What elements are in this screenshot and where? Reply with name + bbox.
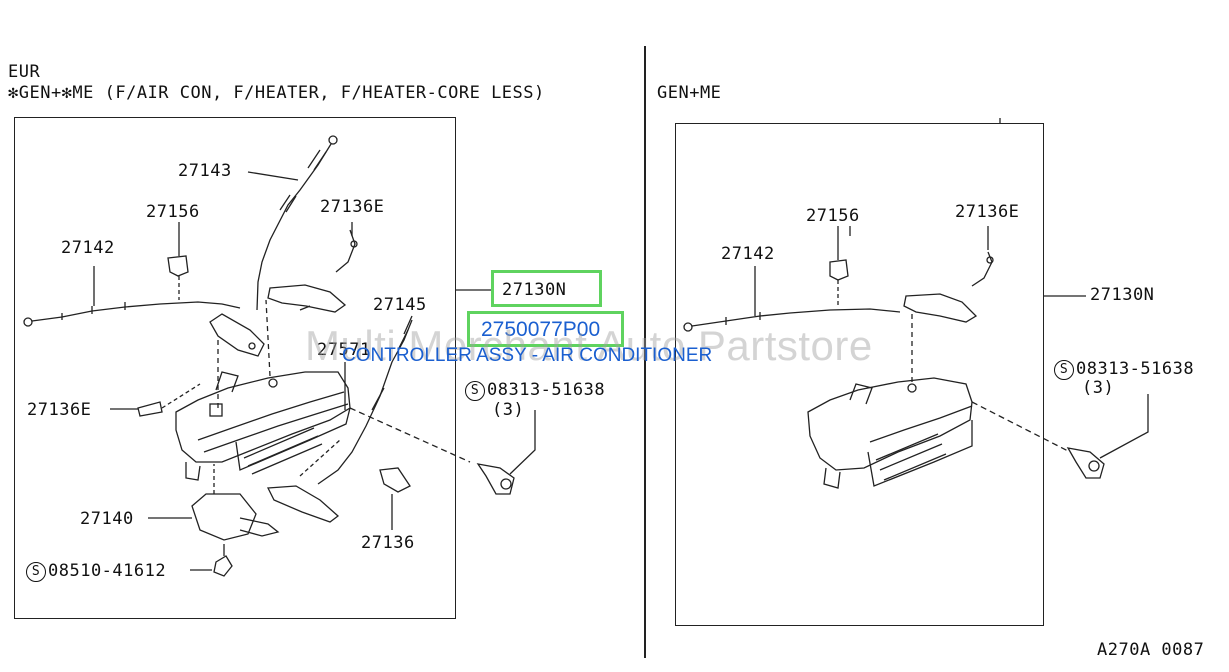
callout-right-27142: 27142	[721, 244, 775, 264]
clip-27156-right-drawing	[829, 226, 849, 306]
s-circle-icon: S	[26, 562, 46, 582]
cable-27145-drawing	[317, 315, 413, 485]
cable-27143-drawing	[247, 135, 338, 311]
lever-27136E-right-drawing	[903, 226, 994, 323]
cable-27142-drawing	[23, 266, 241, 327]
callout-27156: 27156	[146, 202, 200, 222]
bolt-left-drawing	[349, 407, 536, 495]
callout-right-27136E: 27136E	[955, 202, 1020, 222]
part-code-label: 2750077P00	[481, 318, 601, 341]
callout-27143: 27143	[178, 161, 232, 181]
callout-27136: 27136	[361, 533, 415, 553]
right-variant-label: GEN+ME	[657, 83, 722, 103]
cable-27142-right-drawing	[683, 266, 901, 332]
part-number-highlight[interactable]: 27130N	[491, 270, 602, 307]
lever-27136-drawing	[266, 439, 411, 530]
callout-27136E-top: 27136E	[320, 197, 385, 217]
clip-27156-drawing	[167, 222, 189, 300]
diagram-code: A270A 0087	[1097, 640, 1205, 660]
actuator-27140-drawing	[148, 464, 280, 541]
part-code-highlight[interactable]: 2750077P00	[467, 311, 624, 347]
callout-27140: 27140	[80, 509, 134, 529]
s-circle-icon: S	[465, 381, 485, 401]
right-diagram-frame	[675, 123, 1044, 626]
lever-27136E-drawing	[267, 222, 358, 313]
callout-27145: 27145	[373, 295, 427, 315]
panel-divider	[644, 46, 646, 658]
screw-08510-drawing	[190, 544, 233, 577]
left-variant-label: ✻GEN+✻ME (F/AIR CON, F/HEATER, F/HEATER-…	[8, 83, 545, 103]
callout-right-bolt-qty: (3)	[1082, 378, 1115, 398]
callout-27142: 27142	[61, 238, 115, 258]
callout-27136E-left: 27136E	[27, 400, 92, 420]
controller-body-left-drawing	[175, 299, 351, 481]
region-label: EUR	[8, 62, 41, 82]
callout-bolt-left-qty: (3)	[492, 400, 525, 420]
part-number-label: 27130N	[502, 280, 567, 300]
controller-body-right-drawing	[807, 310, 1071, 489]
callout-right-27130N: 27130N	[1090, 285, 1155, 305]
bolt-right-drawing	[1066, 394, 1149, 479]
bracket-27136E-left-drawing	[110, 313, 265, 417]
callout-right-27156: 27156	[806, 206, 860, 226]
part-description: CONTROLLER ASSY - AIR CONDITIONER	[342, 345, 713, 366]
store-watermark: Multi Merchant Auto Partstore	[305, 322, 873, 369]
left-diagram-frame	[14, 117, 456, 619]
callout-27571: 27571	[317, 340, 371, 360]
s-circle-icon: S	[1054, 360, 1074, 380]
